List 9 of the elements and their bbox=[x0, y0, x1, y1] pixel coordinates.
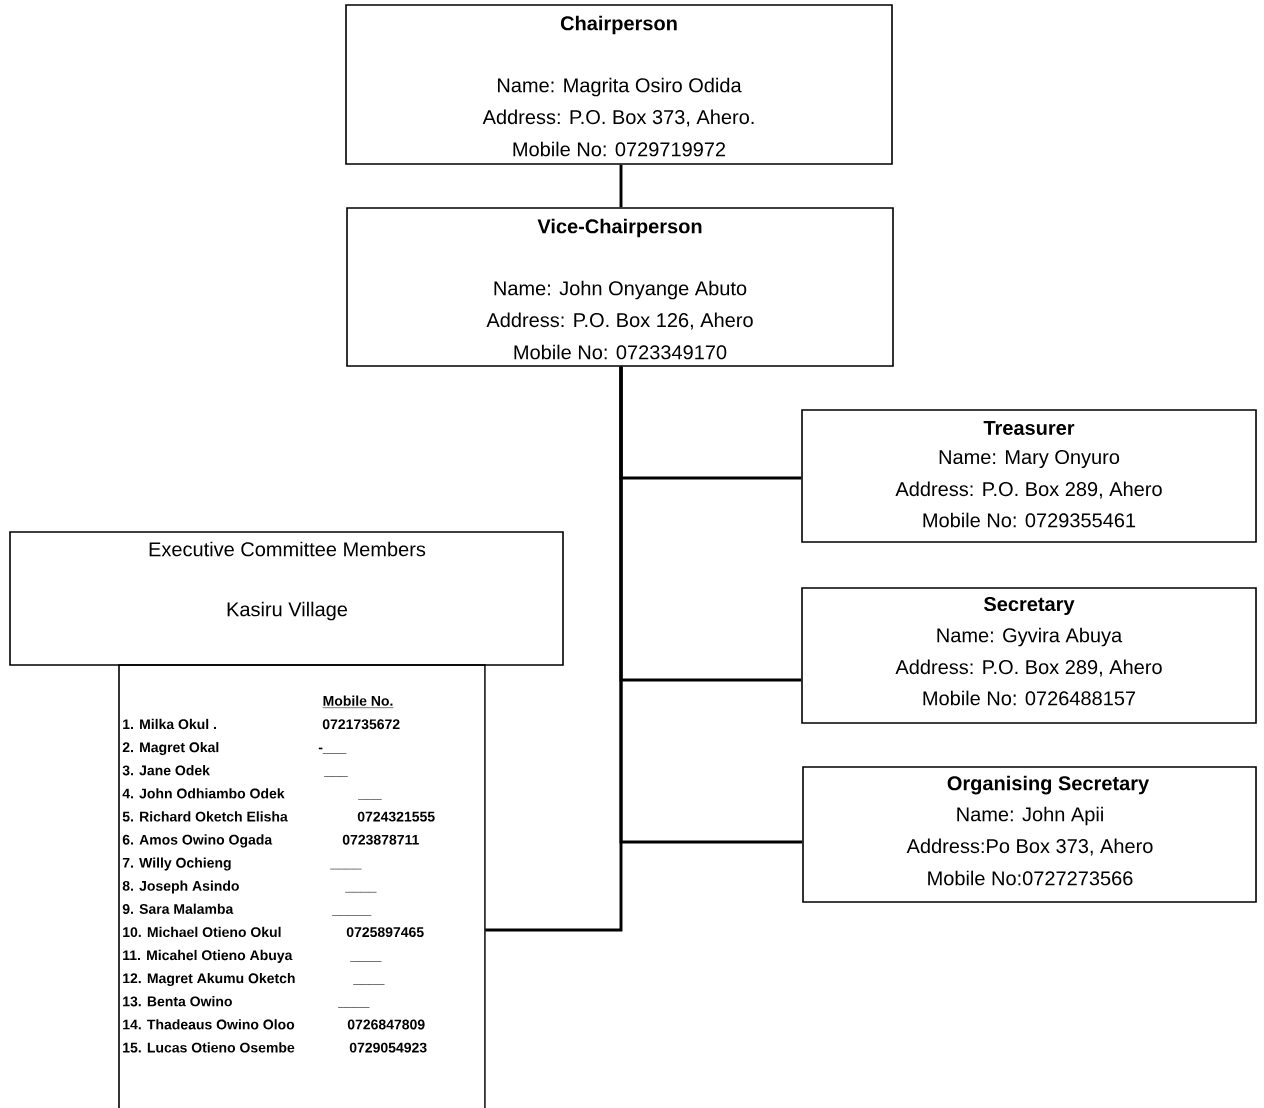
role-box: Secretary Name: Gyvira Abuya Address: P.O. Box 289, Ahero Mobile No: 0726488157 bbox=[801, 587, 1257, 724]
connector-line bbox=[619, 164, 623, 208]
role-box: Treasurer Name: Mary Onyuro Address: P.O. Box 289, Ahero Mobile No: 0729355461 bbox=[801, 409, 1257, 543]
title-box: Executive Committee Members Kasiru Village bbox=[9, 531, 564, 666]
connector-line bbox=[485, 366, 623, 932]
role-box: Vice-Chairperson Name: John Onyange Abuto Address: P.O. Box 126, Ahero Mobile No: 0723349170 bbox=[346, 207, 894, 367]
member-list-box: Mobile No. 1. Milka Okul . 0721735672 2. Magret Okal -___ 3. Jane Odek ___ 4. John Odhiambo Odek ___ 5. Richard Oketch Elisha 0724321555 6. Amos Owino Ogada 0723878711 7. Willy Ochieng ____ 8. Joseph Asindo ____ 9. Sara Malamba _____ 10. Michael Otieno Okul 0725897465 11. Micahel Otieno Abuya ____ 12. Magret Akumu Oketch ____ 13. Benta Owino ____ 14. Thadeaus Owino Oloo 0726847809 15. Lucas Otieno Osembe 0729054923 bbox=[118, 664, 486, 1108]
role-box: Chairperson Name: Magrita Osiro Odida Address: P.O. Box 373, Ahero. Mobile No: 0729719972 bbox=[345, 4, 893, 165]
role-box: Organising Secretary Name: John Apii Address:Po Box 373, Ahero Mobile No:0727273566 bbox=[802, 766, 1257, 903]
